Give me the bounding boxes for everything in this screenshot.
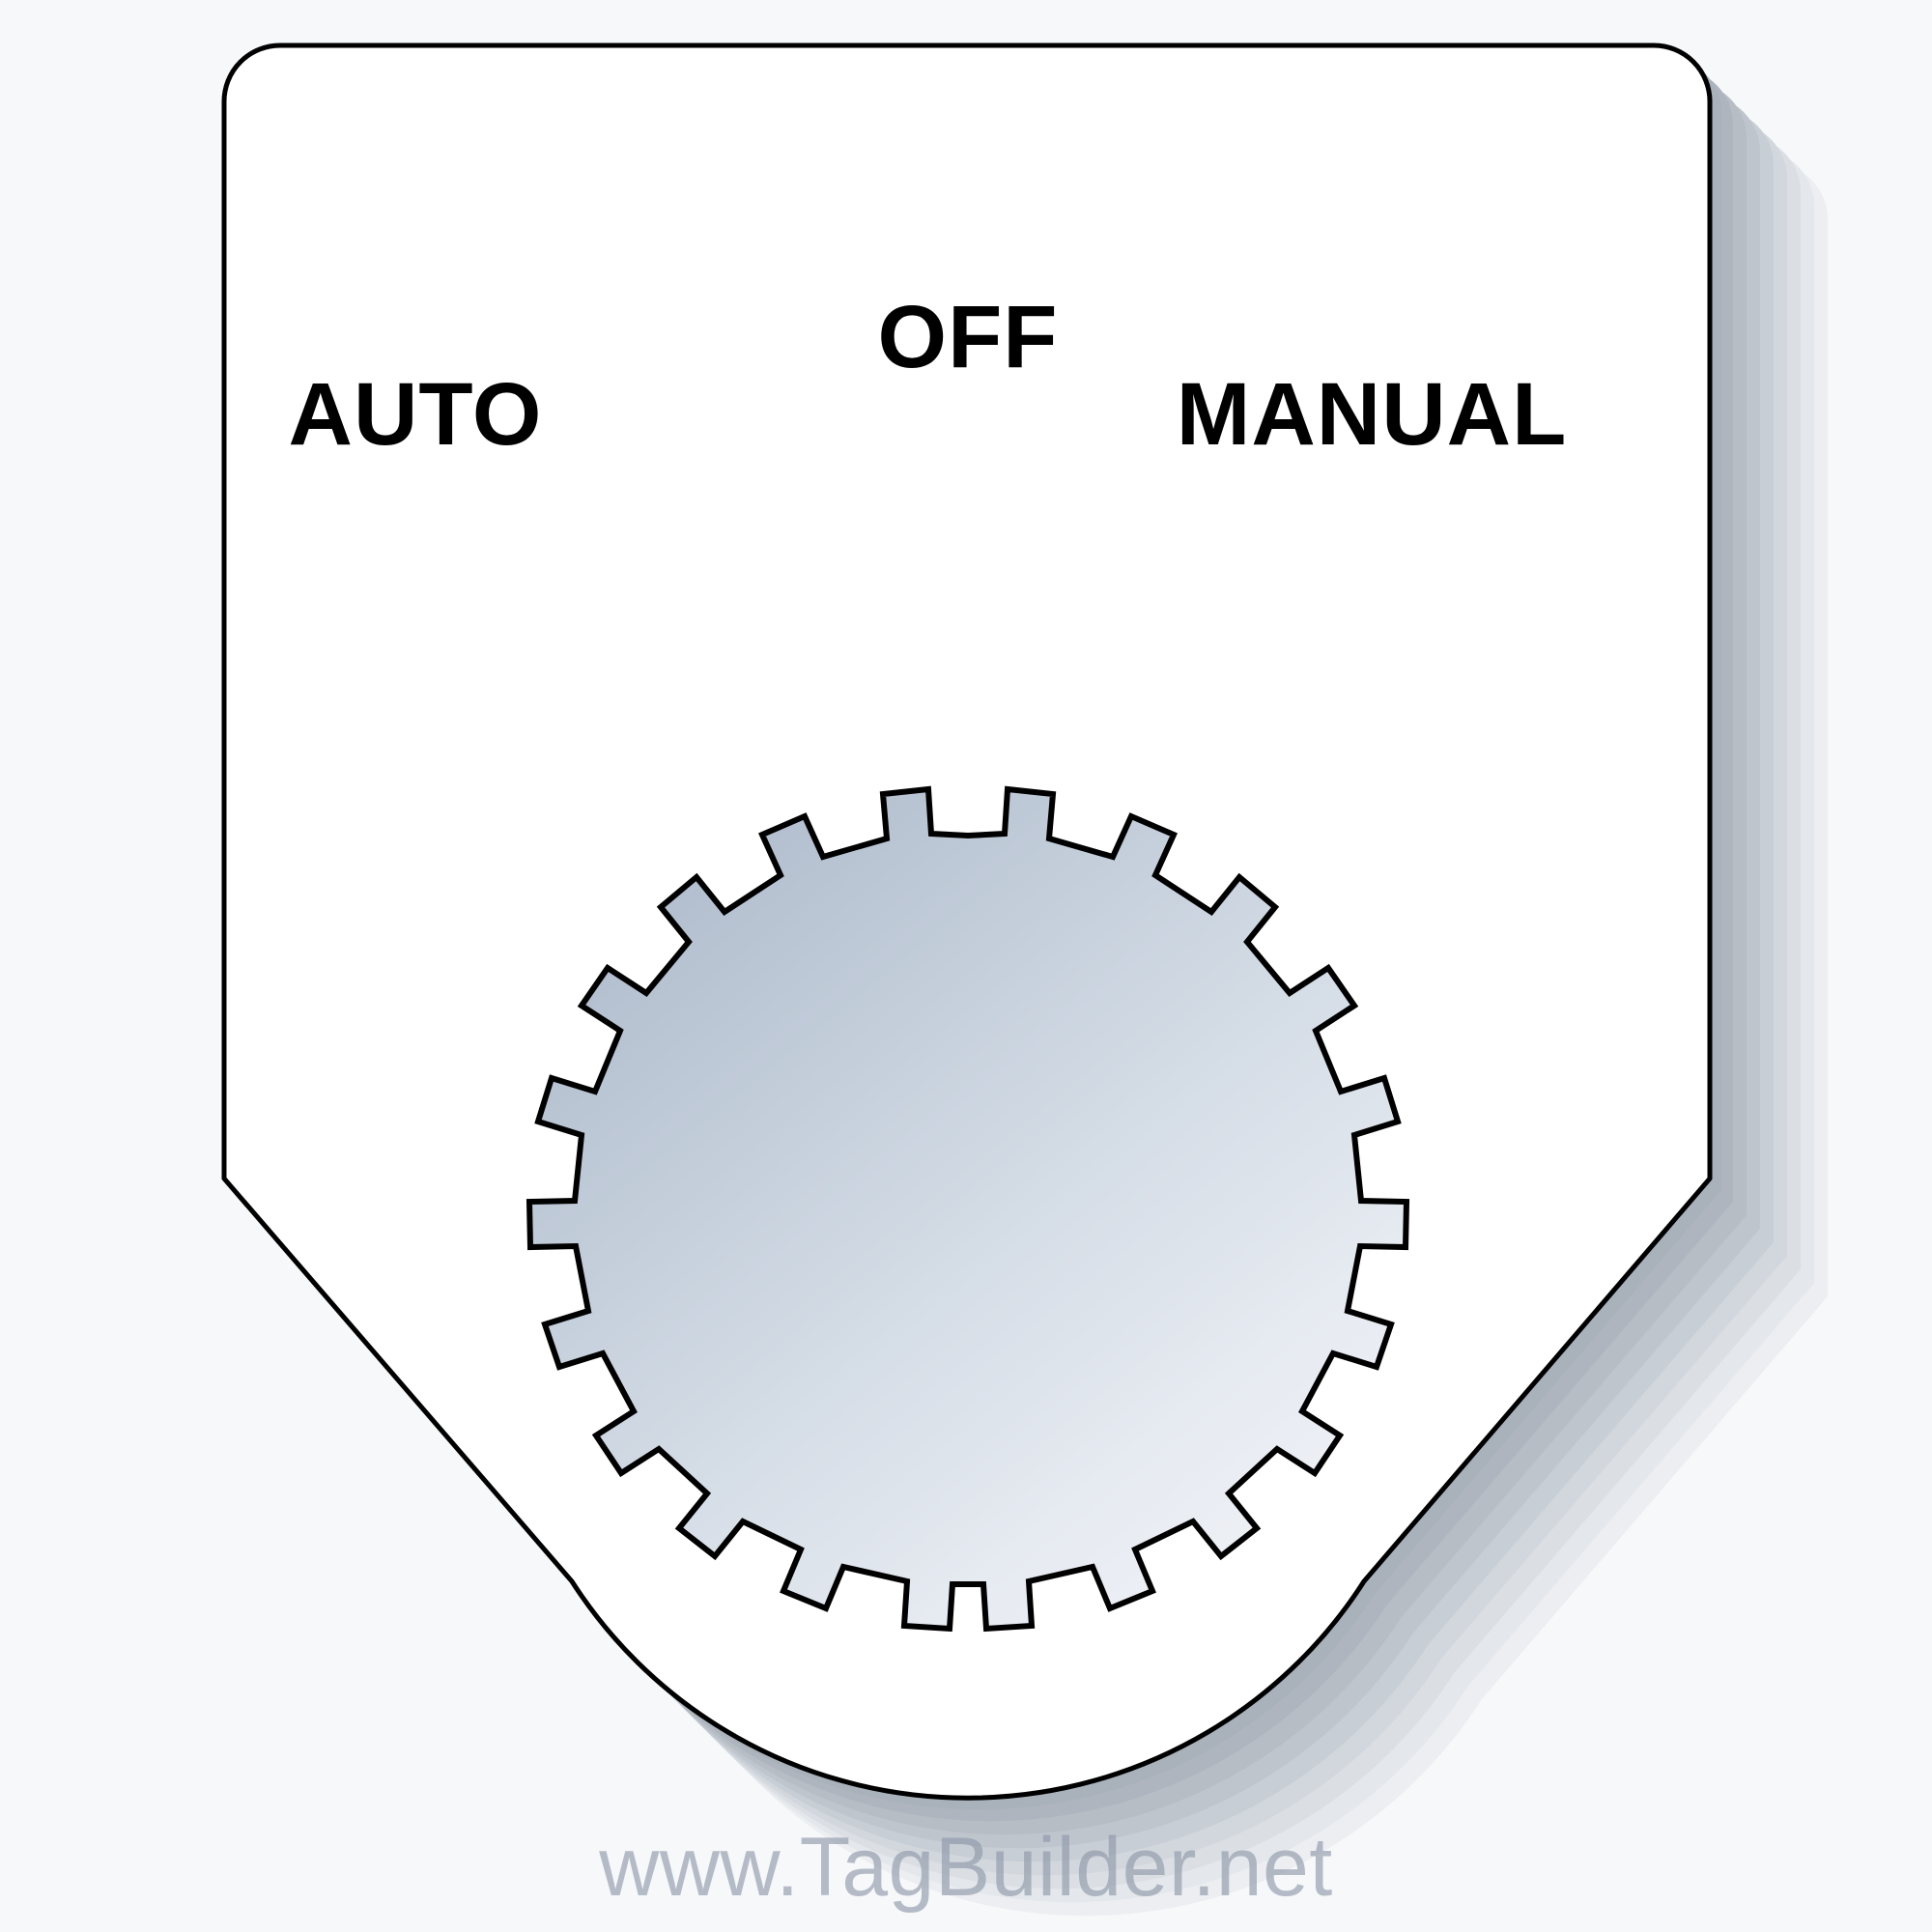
legend-label-manual: MANUAL bbox=[1177, 365, 1568, 464]
rotary-selector-knob[interactable] bbox=[526, 785, 1410, 1633]
legend-label-off: OFF bbox=[878, 288, 1059, 386]
watermark-label: www.TagBuilder.net bbox=[598, 1821, 1333, 1914]
legend-label-auto: AUTO bbox=[289, 365, 543, 464]
knob-body[interactable] bbox=[526, 785, 1410, 1633]
